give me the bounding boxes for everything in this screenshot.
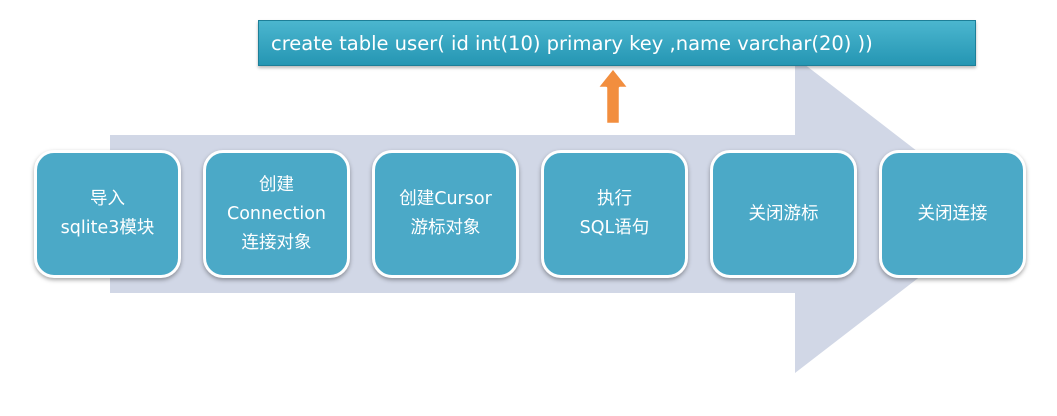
sql-statement-text: create table user( id int(10) primary ke… <box>271 32 873 55</box>
step-label: 关闭连接 <box>918 200 988 229</box>
step-label: 导入 sqlite3模块 <box>61 185 155 243</box>
step-line: Connection <box>226 203 327 224</box>
step-line: 创建Cursor <box>399 189 492 209</box>
step-line: SQL语句 <box>579 218 650 238</box>
step-close-cursor: 关闭游标 <box>710 150 857 278</box>
step-execute-sql: 执行 SQL语句 <box>541 150 688 278</box>
step-line: 关闭连接 <box>917 203 988 224</box>
step-line: 关闭游标 <box>748 203 819 224</box>
step-line: 连接对象 <box>241 232 312 253</box>
step-label: 关闭游标 <box>749 200 819 229</box>
step-label: 创建 Connection 连接对象 <box>227 171 326 258</box>
step-line: 创建 <box>259 174 294 195</box>
step-line: sqlite3模块 <box>60 218 155 238</box>
sql-statement-box: create table user( id int(10) primary ke… <box>258 20 976 66</box>
step-label: 创建Cursor 游标对象 <box>399 185 492 243</box>
step-close-connection: 关闭连接 <box>879 150 1026 278</box>
step-line: 导入 <box>90 189 125 209</box>
step-create-cursor: 创建Cursor 游标对象 <box>372 150 519 278</box>
step-label: 执行 SQL语句 <box>580 185 650 243</box>
step-line: 游标对象 <box>410 218 481 238</box>
step-create-connection: 创建 Connection 连接对象 <box>203 150 350 278</box>
up-arrow-icon <box>595 66 631 126</box>
step-import-module: 导入 sqlite3模块 <box>34 150 181 278</box>
step-line: 执行 <box>596 189 632 209</box>
